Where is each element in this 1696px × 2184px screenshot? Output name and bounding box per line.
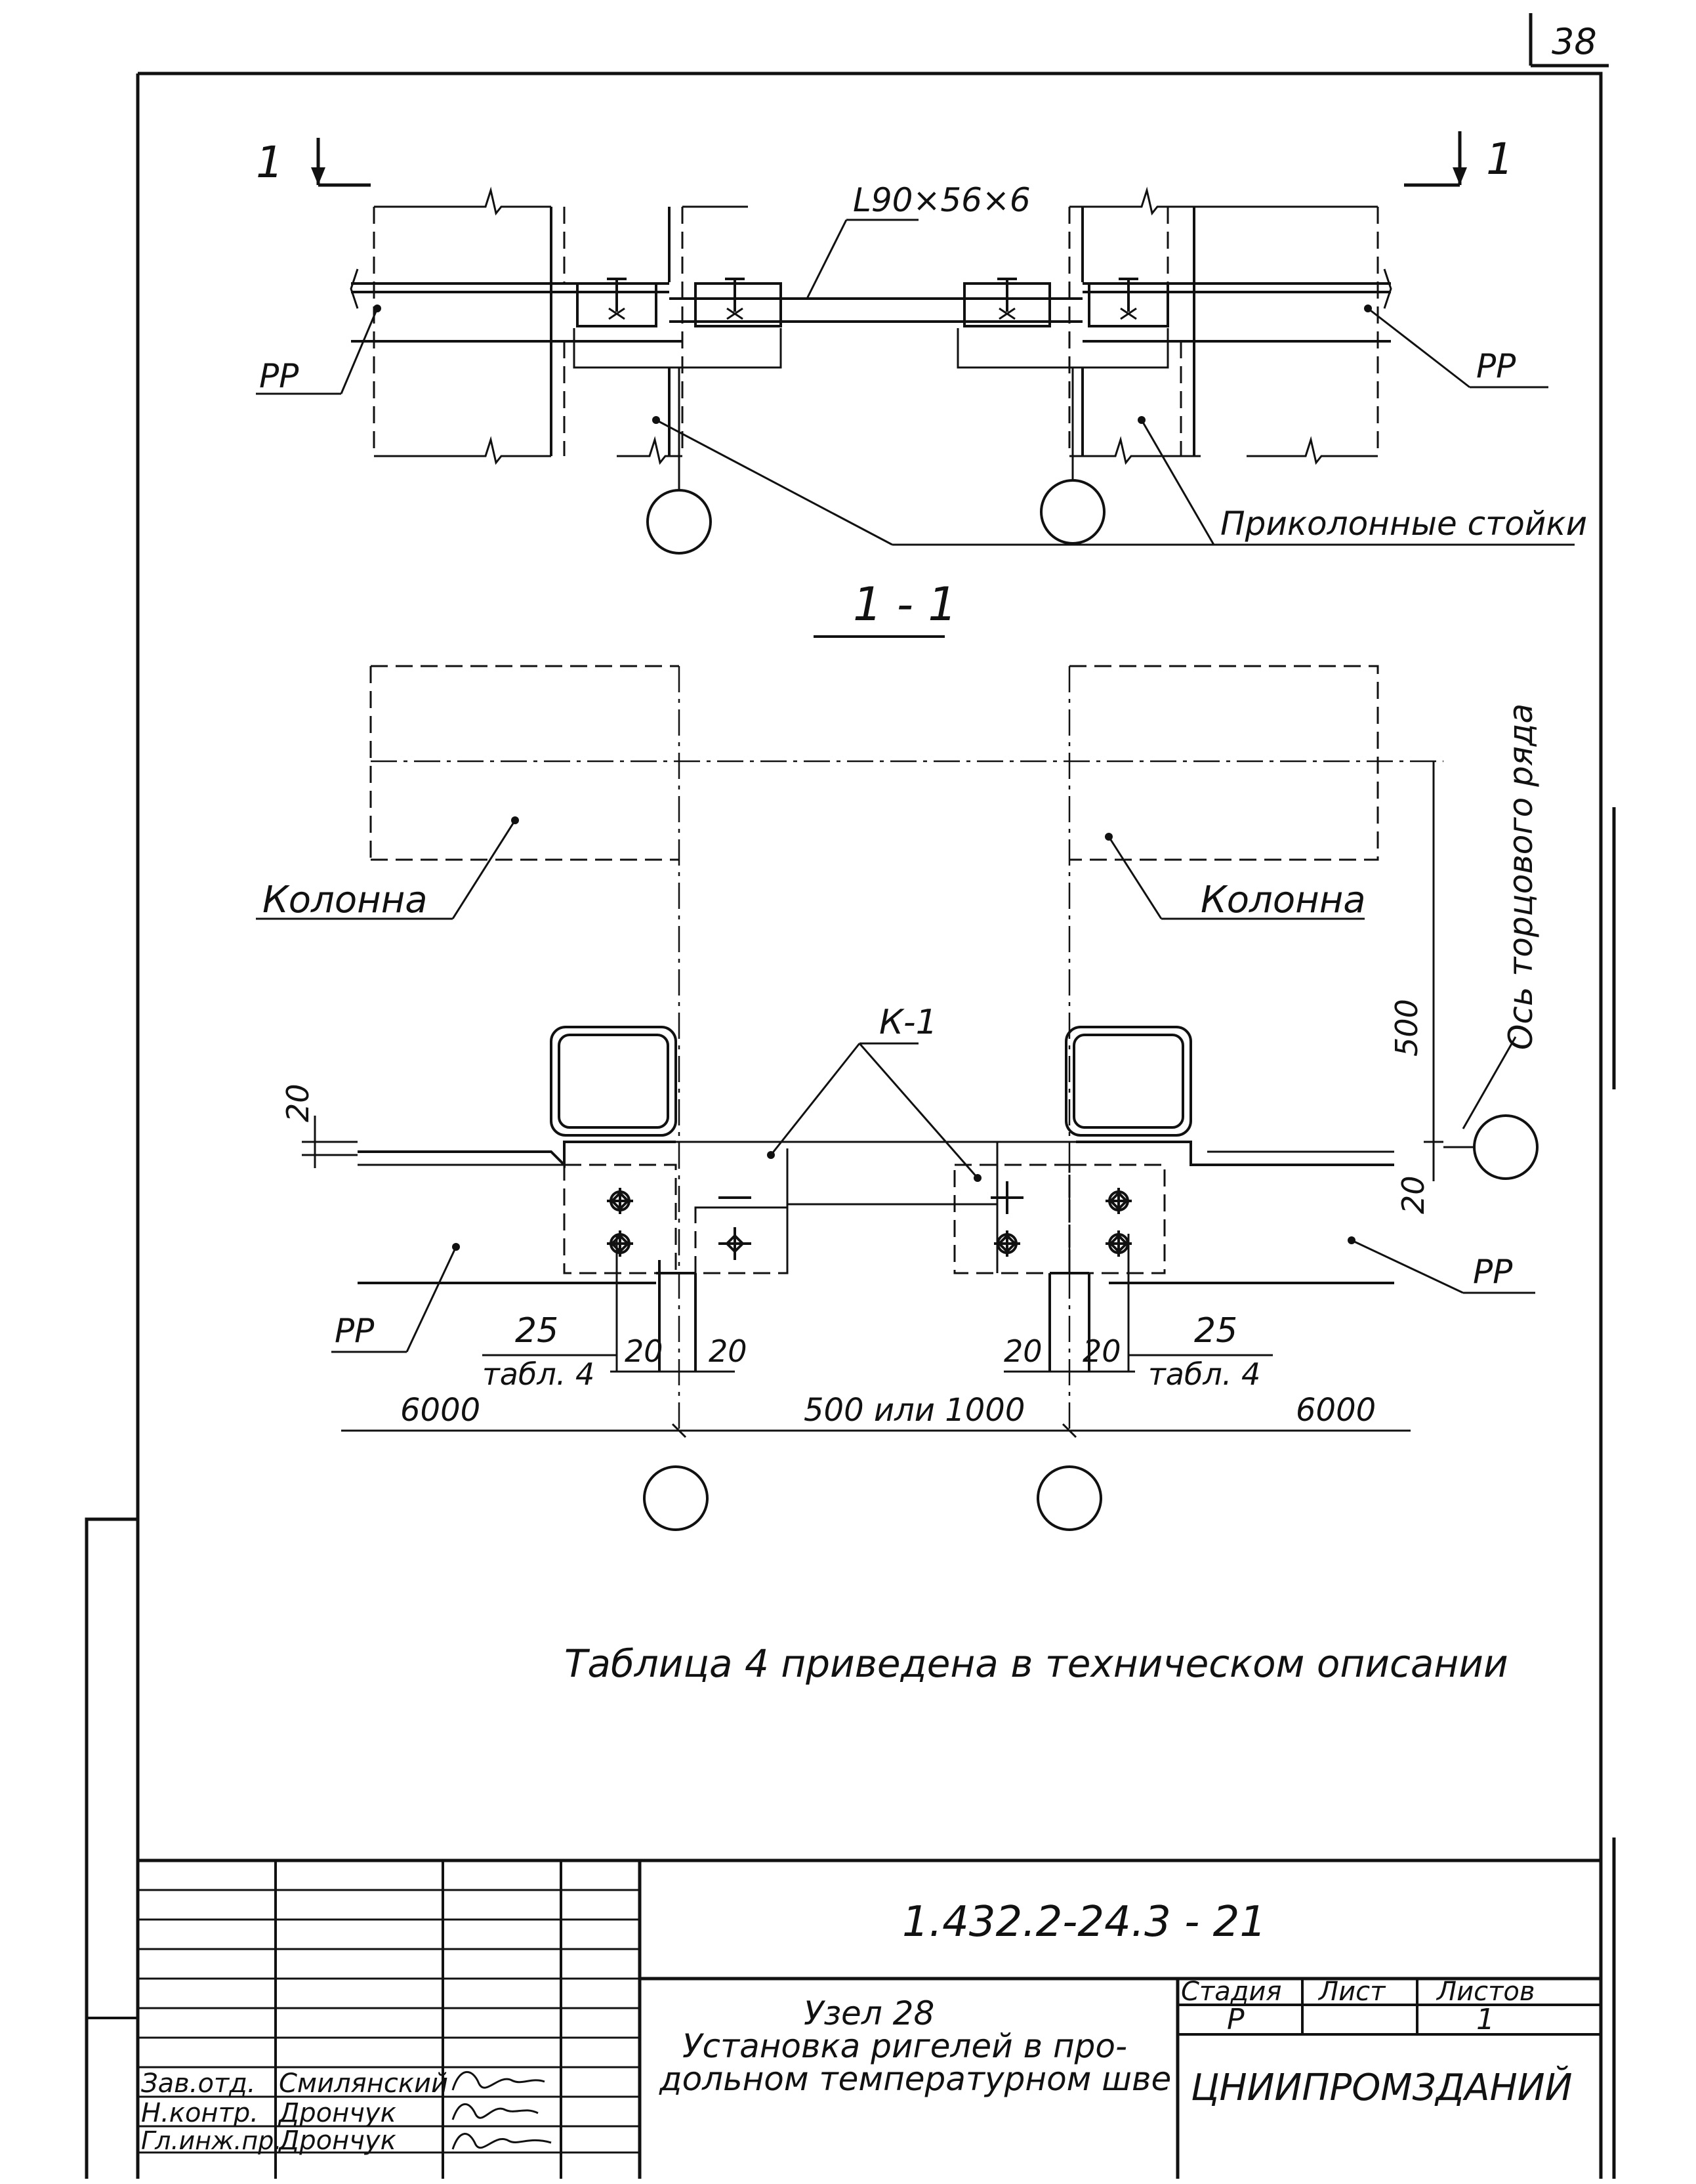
sheet-number: 38 xyxy=(1552,21,1597,62)
span-right: 6000 xyxy=(1296,1392,1376,1429)
signature-rows: Зав.отд. Смилянский Н.контр. Дрончук Гл.… xyxy=(141,2068,552,2156)
angle-label: L90×56×6 xyxy=(853,181,1031,219)
cut-mark-right: 1 xyxy=(1404,131,1514,187)
axis-bubble-section-left xyxy=(643,1465,709,1531)
dim-20-b: 20 xyxy=(709,1334,747,1369)
title-line2: Установка ригелей в про- xyxy=(682,2027,1127,2065)
bolt-marks xyxy=(607,278,1138,320)
ref-table-right: табл. 4 xyxy=(1148,1356,1260,1392)
note-text: Таблица 4 приведена в техническом описан… xyxy=(564,1641,1508,1686)
beam-label-right-plan: РР xyxy=(1476,347,1516,385)
span-left: 6000 xyxy=(400,1392,480,1429)
sheet-number-box: 38 xyxy=(1529,13,1609,68)
ref-table-left: табл. 4 xyxy=(482,1356,594,1392)
row-name-1: Смилянский xyxy=(279,2068,448,2099)
part-k1-label: К-1 xyxy=(879,1003,938,1042)
signature-1 xyxy=(451,2071,545,2091)
cut-mark-left: 1 xyxy=(256,137,371,188)
title-line3: дольном температурном шве xyxy=(659,2060,1171,2098)
span-middle: 500 или 1000 xyxy=(804,1392,1025,1429)
column-label-right: Колонна xyxy=(1201,879,1366,921)
cut-mark-left-label: 1 xyxy=(256,137,283,188)
document-code: 1.432.2-24.3 - 21 xyxy=(902,1898,1266,1946)
axis-bubble-section-right xyxy=(1037,1465,1102,1531)
section-1-1: 1 - 1 Колонна Колонна xyxy=(256,578,1540,1531)
dim-20-right: 20 xyxy=(1396,1175,1431,1214)
title-line1: Узел 28 xyxy=(804,1994,934,2032)
sheets-value: 1 xyxy=(1476,2003,1495,2036)
header-stage: Стадия xyxy=(1181,1977,1281,2007)
signature-3 xyxy=(451,2133,552,2150)
dim-20-d: 20 xyxy=(1083,1334,1121,1369)
section-title: 1 - 1 xyxy=(853,578,957,631)
organization: ЦНИИПРОМЗДАНИЙ xyxy=(1191,2067,1573,2109)
beam-label-right-section: РР xyxy=(1473,1253,1513,1291)
axis-label: Ось торцового ряда xyxy=(1502,704,1540,1050)
row-role-2: Н.контр. xyxy=(141,2098,259,2128)
column-label-left: Колонна xyxy=(262,879,428,921)
row-name-3: Дрончук xyxy=(278,2126,396,2156)
row-role-3: Гл.инж.пр. xyxy=(141,2126,281,2155)
axis-bubble-end-row xyxy=(1473,1114,1539,1180)
beam-label-left-section: РР xyxy=(335,1312,375,1350)
row-role-1: Зав.отд. xyxy=(141,2068,256,2099)
section-bolts xyxy=(607,1181,1132,1260)
dim-20-a: 20 xyxy=(625,1334,663,1369)
dim-20-c: 20 xyxy=(1004,1334,1043,1369)
axis-bubble-plan-right xyxy=(1040,479,1106,545)
header-sheets: Листов xyxy=(1436,1977,1535,2007)
cut-mark-right-label: 1 xyxy=(1486,134,1514,184)
axis-bubble-plan-left xyxy=(646,489,712,555)
beam-label-left-plan: РР xyxy=(259,357,299,395)
stage-value: Р xyxy=(1227,2003,1245,2036)
signature-2 xyxy=(451,2103,539,2120)
posts-label: Приколонные стойки xyxy=(1220,505,1587,543)
header-sheet: Лист xyxy=(1317,1977,1386,2007)
title-block: 1.432.2-24.3 - 21 Узел 28 Установка риге… xyxy=(138,1858,1601,2179)
dim-25-right: 25 xyxy=(1194,1311,1237,1351)
dim-500-vertical: 500 xyxy=(1389,999,1424,1057)
dim-25-left: 25 xyxy=(515,1311,558,1351)
plan-view: 1 1 xyxy=(256,131,1587,555)
drawing-frame xyxy=(85,72,1616,2179)
row-name-2: Дрончук xyxy=(278,2098,396,2128)
dim-20-top: 20 xyxy=(280,1083,316,1122)
